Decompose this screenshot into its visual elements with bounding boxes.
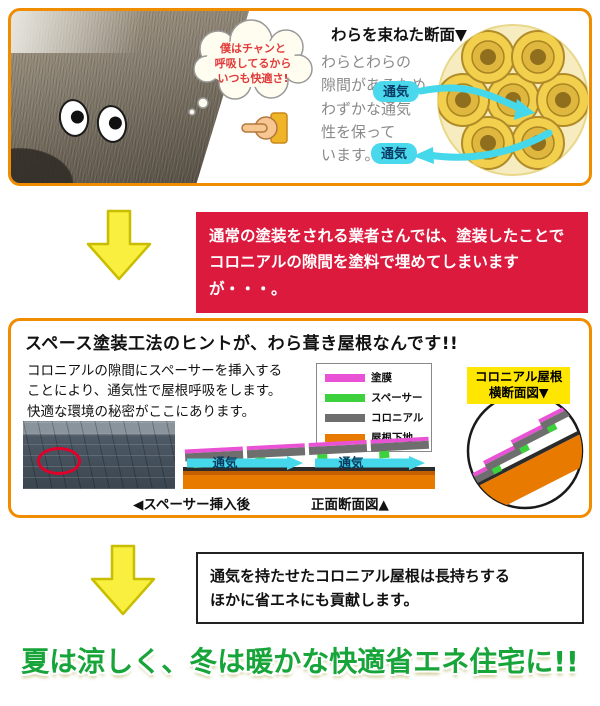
- straw-description: わらとわらの 隙間があるため、 わずかな通気 性を保って います。: [321, 53, 441, 164]
- headline: 夏は涼しく、冬は暖かな快適省エネ住宅に!!: [21, 645, 579, 678]
- legend-swatch-coating: [325, 373, 365, 382]
- painter-warning-box: 通常の塗装をされる業者さんでは、塗装したことでコロニアルの隙間を塗料で埋めてしま…: [196, 212, 588, 314]
- legend-swatch-spacer: [325, 393, 365, 402]
- vent-arrowhead-out: [413, 147, 434, 164]
- legend-label: コロニアル: [371, 412, 424, 424]
- red-highlight-circle: [37, 447, 81, 475]
- benefit-box: 通気を持たせたコロニアル屋根は長持ちする ほかに省エネにも貢献します。: [196, 552, 584, 624]
- thought-bubble-cloud: [188, 19, 313, 116]
- method-title: スペース塗装工法のヒントが、わら葺き屋根なんです!!: [25, 334, 459, 354]
- pointing-hand-icon: [241, 112, 288, 144]
- legend-label: 塗膜: [371, 372, 392, 384]
- vent-label-left: 通気: [212, 455, 238, 470]
- straw-roof-panel: 僕はチャンと 呼吸してるから いつも快適さ! わらを束ねた断面▼ わらとわらの …: [8, 8, 592, 186]
- svg-text:通気: 通気: [381, 146, 407, 162]
- thought-bubble-text: 僕はチャンと 呼吸してるから いつも快適さ!: [214, 42, 292, 85]
- front-section-diagram: 通気 通気: [183, 436, 435, 489]
- legend-row: 塗膜: [325, 370, 423, 385]
- legend-swatch-colonial: [325, 413, 365, 422]
- googly-eye-right: [94, 103, 130, 145]
- straw-tube: [461, 30, 515, 84]
- vent-badge-bottom: 通気: [371, 143, 417, 164]
- legend: 塗膜 スペーサー コロニアル 屋根下地: [316, 363, 433, 452]
- colonial-roof-photo: [23, 421, 175, 489]
- straw-tube: [511, 30, 565, 84]
- cross-section-circle-diagram: [463, 392, 587, 513]
- bundle-title: わらを束ねた断面▼: [331, 26, 467, 44]
- cross-section-circle-label: コロニアル屋根 横断面図▼: [467, 367, 571, 404]
- vent-arrow-out: [425, 129, 553, 161]
- down-arrow-icon: [86, 209, 152, 281]
- vent-arrowhead-in: [514, 99, 535, 120]
- legend-label: スペーサー: [371, 392, 423, 404]
- svg-text:通気: 通気: [383, 84, 409, 100]
- caption-front-section: 正面断面図▲: [311, 497, 389, 513]
- caption-after-spacer: ◀スペーサー挿入後: [133, 497, 251, 513]
- vent-arrow-in: [417, 84, 525, 113]
- method-description: コロニアルの隙間にスペーサーを挿入する ことにより、通気性で屋根呼吸をします。 …: [27, 363, 283, 420]
- straw-tube: [511, 116, 565, 170]
- vent-label-right: 通気: [338, 455, 364, 470]
- legend-row: コロニアル: [325, 410, 423, 425]
- straw-tube: [536, 73, 588, 127]
- vent-badge-top: 通気: [373, 81, 419, 102]
- space-coating-panel: スペース塗装工法のヒントが、わら葺き屋根なんです!! コロニアルの隙間にスペーサ…: [8, 318, 592, 518]
- down-arrow-icon: [90, 544, 156, 616]
- legend-swatch-base: [325, 433, 365, 442]
- thought-bubble: 僕はチャンと 呼吸してるから いつも快適さ!: [183, 17, 323, 117]
- googly-eye-left: [56, 97, 92, 139]
- straw-bundle-diagram: 通気 通気: [371, 24, 589, 176]
- legend-row: スペーサー: [325, 390, 423, 405]
